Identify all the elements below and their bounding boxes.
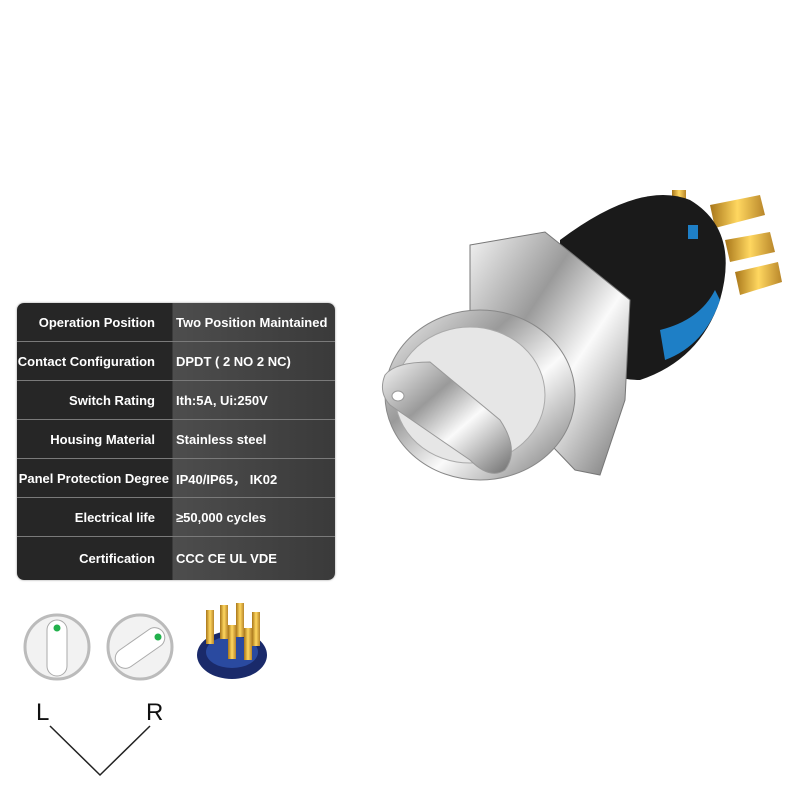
spec-label: Certification	[79, 551, 155, 566]
spec-row: Certification CCC CE UL VDE	[17, 537, 335, 580]
spec-label: Panel Protection Degree	[18, 470, 169, 486]
left-position-label: L	[36, 699, 50, 726]
terminal-base-icon	[197, 603, 267, 679]
spec-row: Housing Material Stainless steel	[17, 420, 335, 459]
spec-value: IP40/IP65， IK02	[176, 471, 278, 487]
spec-label: Electrical life	[74, 509, 155, 525]
spec-row: Operation Position Two Position Maintaine…	[17, 303, 335, 342]
spec-label: Housing Material	[50, 431, 155, 447]
left-position-icon	[23, 613, 91, 681]
selector-knob	[381, 361, 512, 474]
spec-value: Stainless steel	[176, 431, 267, 447]
spec-value: Two Position Maintained	[176, 314, 328, 330]
spec-label: Operation Position	[38, 314, 155, 330]
right-position-label: R	[146, 699, 164, 726]
right-position-icon	[106, 613, 174, 681]
position-connector-lines	[49, 725, 151, 777]
spec-value: DPDT ( 2 NO 2 NC)	[176, 353, 291, 369]
spec-row: Contact Configuration DPDT ( 2 NO 2 NC)	[17, 342, 335, 381]
specification-table: Operation Position Two Position Maintaine…	[17, 303, 335, 580]
spec-label: Contact Configuration	[17, 353, 155, 369]
spec-label: Switch Rating	[69, 392, 155, 408]
spec-value: Ith:5A, Ui:250V	[176, 392, 268, 408]
terminals	[672, 190, 782, 295]
spec-value: CCC CE UL VDE	[176, 551, 277, 566]
spec-row: Panel Protection Degree IP40/IP65， IK02	[17, 459, 335, 498]
spec-value: ≥50,000 cycles	[176, 509, 267, 525]
spec-row: Electrical life ≥50,000 cycles	[17, 498, 335, 537]
spec-row: Switch Rating Ith:5A, Ui:250V	[17, 381, 335, 420]
